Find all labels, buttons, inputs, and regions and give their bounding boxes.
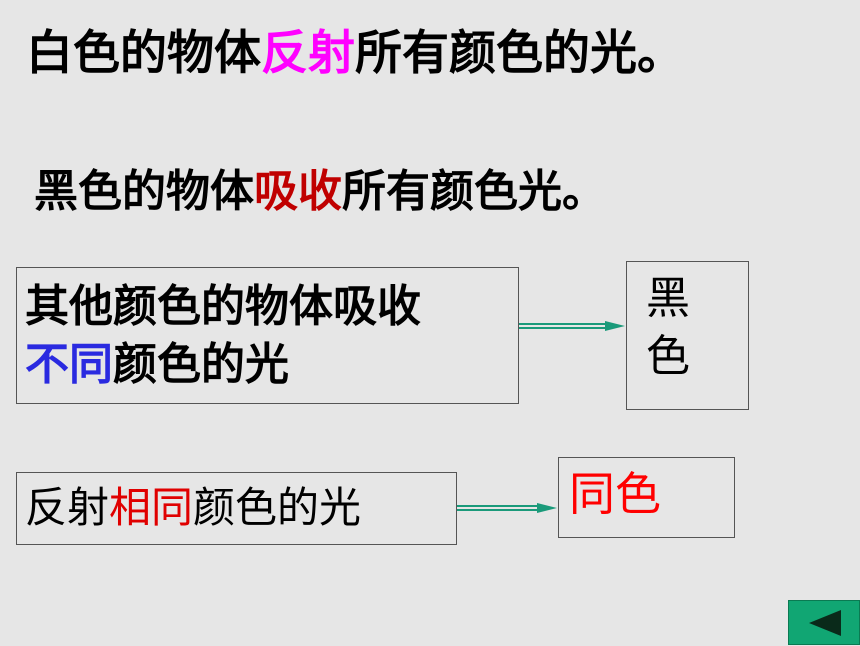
box-text: 黑 色 <box>639 270 697 386</box>
box-result-same-color: 同色 <box>558 457 735 538</box>
result-char-1: 黑 <box>646 273 690 324</box>
box-text-row1: 其他颜色的物体吸收 <box>25 281 421 332</box>
highlight-absorb: 吸收 <box>254 166 342 217</box>
box-other-colors-absorb: 其他颜色的物体吸收 不同颜色的光 <box>16 267 519 404</box>
statement-text: 所有颜色光。 <box>342 166 606 217</box>
box-text-post: 颜色的光 <box>193 483 362 532</box>
highlight-same: 相同 <box>109 483 194 532</box>
box-result-black: 黑 色 <box>626 261 749 410</box>
statement-text: 白色的物体 <box>26 26 261 81</box>
result-char-2: 色 <box>646 331 690 382</box>
box-text: 反射相同颜色的光 <box>25 479 361 537</box>
box-text-pre: 反射 <box>25 483 110 532</box>
result-same-color: 同色 <box>569 467 661 521</box>
arrow-icon <box>457 503 557 513</box>
statement-black-absorbs: 黑色的物体吸收所有颜色光。 <box>34 164 606 220</box>
arrow-icon <box>519 321 625 331</box>
box-text-row2: 颜色的光 <box>113 339 289 390</box>
triangle-left-icon <box>809 610 841 636</box>
statement-text: 所有颜色的光。 <box>355 26 684 81</box>
statement-text: 黑色的物体 <box>34 166 254 217</box>
highlight-reflect: 反射 <box>261 26 355 81</box>
statement-white-reflects: 白色的物体反射所有颜色的光。 <box>26 24 684 84</box>
back-button[interactable] <box>788 600 860 645</box>
box-reflect-same-color: 反射相同颜色的光 <box>16 472 457 545</box>
highlight-different: 不同 <box>25 339 113 390</box>
box-text: 其他颜色的物体吸收 不同颜色的光 <box>25 278 421 394</box>
